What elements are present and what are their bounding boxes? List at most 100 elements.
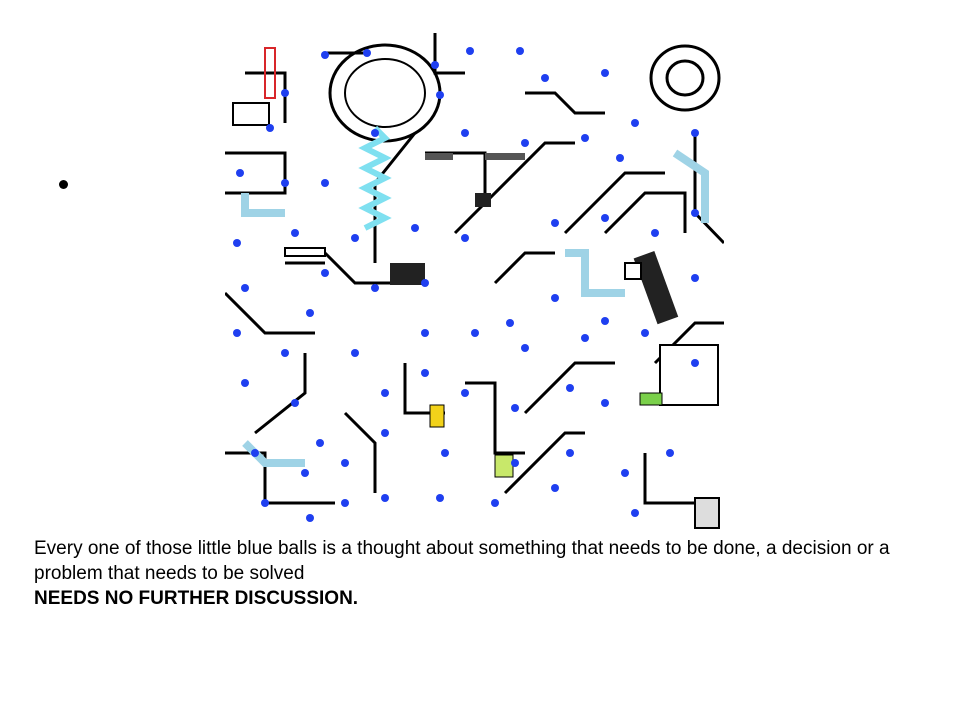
blue-ball bbox=[266, 124, 274, 132]
blue-ball bbox=[691, 209, 699, 217]
blue-ball bbox=[466, 47, 474, 55]
blue-ball bbox=[241, 379, 249, 387]
blue-ball bbox=[601, 317, 609, 325]
blue-ball bbox=[371, 284, 379, 292]
caption-text: Every one of those little blue balls is … bbox=[34, 538, 890, 584]
blue-ball bbox=[691, 129, 699, 137]
blue-ball bbox=[601, 69, 609, 77]
track bbox=[245, 71, 287, 123]
tube bbox=[672, 149, 709, 223]
blue-ball bbox=[461, 389, 469, 397]
blue-ball bbox=[616, 154, 624, 162]
dark-panel bbox=[633, 251, 679, 325]
blue-ball bbox=[541, 74, 549, 82]
spiral-chute bbox=[358, 125, 392, 231]
blue-ball bbox=[291, 399, 299, 407]
blue-ball bbox=[521, 139, 529, 147]
track bbox=[693, 133, 724, 245]
blue-ball bbox=[691, 359, 699, 367]
track bbox=[643, 453, 705, 505]
blue-ball bbox=[566, 384, 574, 392]
ladder-panel bbox=[232, 102, 270, 126]
blue-ball bbox=[631, 509, 639, 517]
blue-ball bbox=[233, 329, 241, 337]
tube bbox=[565, 249, 625, 297]
blue-ball bbox=[341, 459, 349, 467]
blue-ball bbox=[506, 319, 514, 327]
track bbox=[603, 191, 687, 235]
tube bbox=[242, 440, 305, 467]
blue-ball bbox=[351, 234, 359, 242]
thought-machine-illustration bbox=[225, 33, 724, 532]
blue-ball bbox=[441, 449, 449, 457]
conveyor bbox=[425, 153, 453, 160]
blue-balls bbox=[233, 47, 699, 522]
blue-ball bbox=[551, 484, 559, 492]
blue-ball bbox=[421, 329, 429, 337]
vending-box bbox=[694, 497, 720, 529]
track bbox=[493, 251, 555, 285]
blue-ball bbox=[666, 449, 674, 457]
blue-ball bbox=[601, 399, 609, 407]
loop-ring-inner bbox=[344, 58, 426, 128]
monitor-screen bbox=[390, 263, 425, 285]
blue-ball bbox=[436, 494, 444, 502]
blue-ball bbox=[291, 229, 299, 237]
blue-ball bbox=[511, 404, 519, 412]
caption-emphasis: NEEDS NO FURTHER DISCUSSION. bbox=[34, 588, 359, 609]
blue-ball bbox=[581, 334, 589, 342]
blue-ball bbox=[421, 279, 429, 287]
track bbox=[523, 361, 615, 415]
blue-ball bbox=[363, 49, 371, 57]
blue-ball bbox=[411, 224, 419, 232]
blue-ball bbox=[281, 349, 289, 357]
blue-ball bbox=[321, 269, 329, 277]
blue-ball bbox=[436, 91, 444, 99]
track bbox=[254, 353, 307, 435]
red-lever bbox=[264, 47, 276, 99]
conveyor bbox=[485, 153, 525, 160]
machine-drawing bbox=[225, 33, 724, 529]
bullet-point bbox=[59, 180, 68, 189]
blue-ball bbox=[381, 494, 389, 502]
blue-ball bbox=[421, 369, 429, 377]
vent-box bbox=[624, 262, 642, 280]
blue-ball bbox=[516, 47, 524, 55]
counter-box bbox=[475, 193, 491, 207]
blue-ball bbox=[306, 309, 314, 317]
track bbox=[433, 33, 465, 75]
blue-ball bbox=[381, 429, 389, 437]
blue-ball bbox=[321, 179, 329, 187]
caption: Every one of those little blue balls is … bbox=[34, 536, 934, 611]
blue-ball bbox=[281, 89, 289, 97]
track bbox=[503, 431, 585, 495]
blue-ball bbox=[236, 169, 244, 177]
blue-ball bbox=[301, 469, 309, 477]
blue-ball bbox=[511, 459, 519, 467]
track bbox=[465, 381, 525, 455]
track bbox=[343, 411, 377, 493]
blue-ball bbox=[316, 439, 324, 447]
track bbox=[525, 91, 605, 115]
blue-ball bbox=[251, 449, 259, 457]
blue-ball bbox=[241, 284, 249, 292]
blue-ball bbox=[581, 134, 589, 142]
knot-ring-inner bbox=[665, 59, 705, 97]
tube-runs bbox=[241, 149, 709, 467]
shelf bbox=[284, 247, 326, 257]
blue-ball bbox=[321, 51, 329, 59]
machine-tracks bbox=[225, 33, 724, 505]
blue-ball bbox=[621, 469, 629, 477]
blue-ball bbox=[371, 129, 379, 137]
blue-ball bbox=[341, 499, 349, 507]
blue-ball bbox=[306, 514, 314, 522]
cabinet bbox=[659, 344, 719, 406]
blue-ball bbox=[431, 61, 439, 69]
track bbox=[225, 451, 335, 505]
blue-ball bbox=[691, 274, 699, 282]
blue-ball bbox=[631, 119, 639, 127]
track bbox=[225, 151, 287, 195]
blue-ball bbox=[351, 349, 359, 357]
blue-ball bbox=[471, 329, 479, 337]
blue-ball bbox=[491, 499, 499, 507]
